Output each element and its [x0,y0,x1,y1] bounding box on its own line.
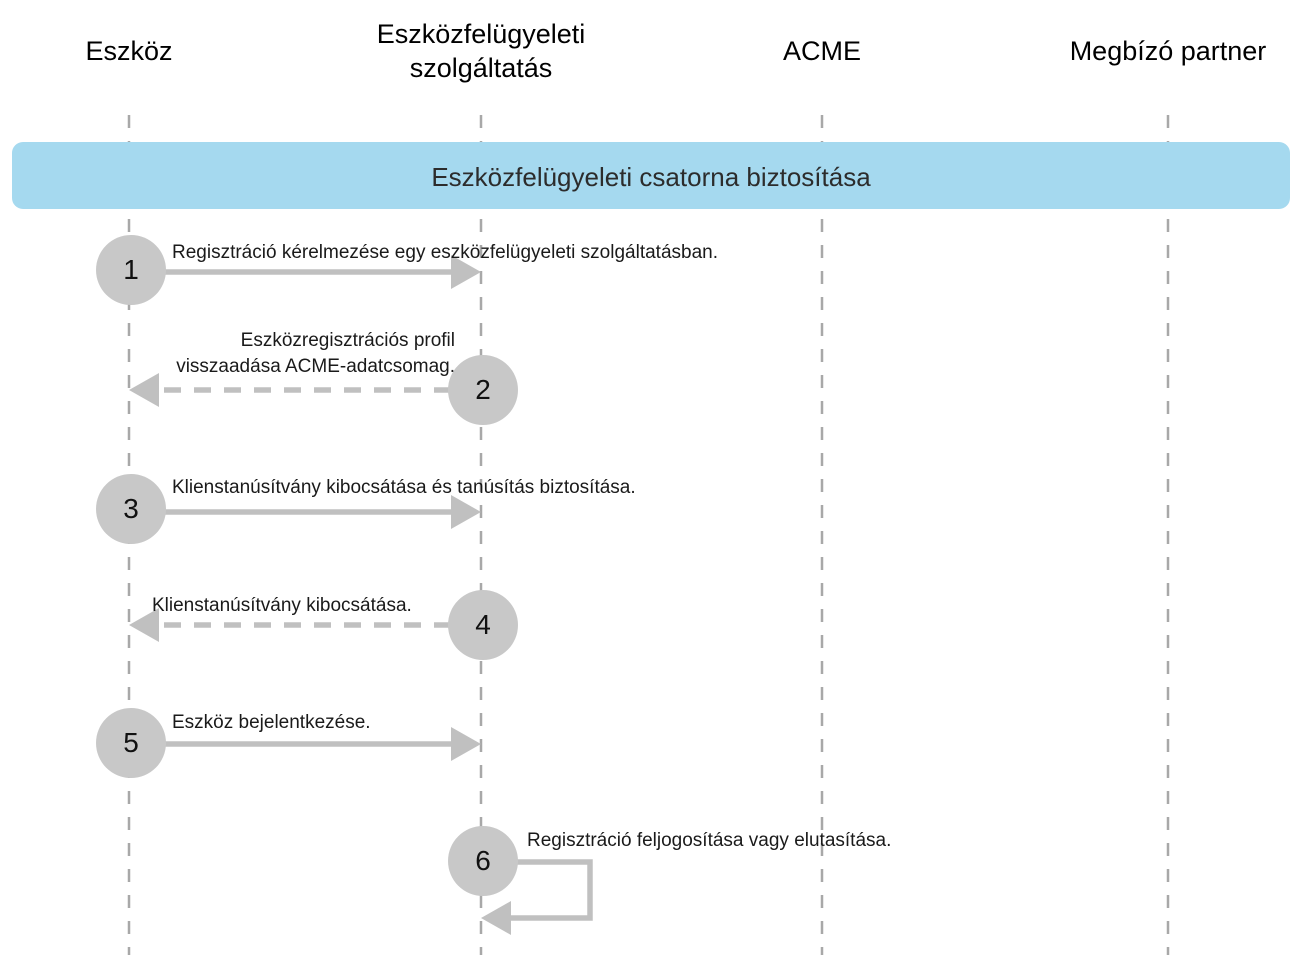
participant-acme: ACME [782,36,861,66]
phase-banner [12,142,1290,209]
step-label-6: Regisztráció feljogosítása vagy elutasít… [527,830,892,851]
step-6 [448,826,593,935]
step-1-badge [96,235,166,305]
step-1 [96,235,481,305]
step-2 [129,355,518,425]
step-2-badge [448,355,518,425]
step-5 [96,708,481,778]
step-label-5: Eszköz bejelentkezése. [172,712,371,733]
step-4-arrowhead [129,608,159,642]
participant-megbizo-partner: Megbízó partner [1069,36,1267,66]
step-label-3: Klienstanúsítvány kibocsátása és tanúsít… [172,477,636,498]
step-label-4: Klienstanúsítvány kibocsátása. [152,595,412,616]
step-label-1: Regisztráció kérelmezése egy eszközfelüg… [172,242,718,263]
step-6-shaft [481,859,593,921]
step-4-badge [448,590,518,660]
step-6-badge [448,826,518,896]
step-1-arrowhead [451,255,481,289]
step-5-arrowhead [451,727,481,761]
step-3-arrowhead [451,495,481,529]
step-2-arrowhead [129,373,159,407]
step-6-arrowhead [481,901,511,935]
step-label-2: Eszközregisztrációs profil visszaadása A… [176,330,455,377]
step-3 [96,474,481,544]
participant-eszkoz: Eszköz [85,36,173,66]
participant-eszkozfelugyeleti-szolgaltatas: Eszközfelügyeleti szolgáltatás [376,19,586,83]
step-3-badge [96,474,166,544]
step-5-badge [96,708,166,778]
phase-banner-label: Eszközfelügyeleti csatorna biztosítása [431,162,871,192]
step-4 [129,590,518,660]
